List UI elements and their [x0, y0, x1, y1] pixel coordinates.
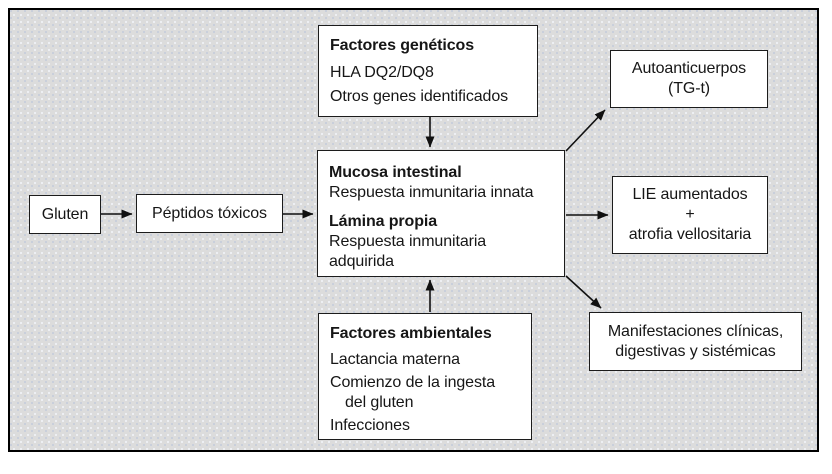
mucosa-intestinal-title: Mucosa intestinal	[329, 164, 462, 181]
factores-geneticos-line: HLA DQ2/DQ8	[330, 64, 434, 81]
factores-ambientales-line: Comienzo de la ingesta del gluten	[330, 374, 496, 411]
node-manifestaciones: Manifestaciones clínicas, digestivas y s…	[589, 312, 802, 371]
node-mucosa-lamina: Mucosa intestinal Respuesta inmunitaria …	[317, 150, 565, 277]
factores-ambientales-title: Factores ambientales	[330, 325, 492, 342]
lie-line2: +	[685, 206, 695, 223]
node-factores-ambientales: Factores ambientales Lactancia materna C…	[318, 313, 532, 440]
factores-ambientales-line: Infecciones	[330, 417, 410, 435]
lamina-propia-text: Respuesta inmunitaria adquirida	[329, 233, 487, 270]
manifestaciones-text: Manifestaciones clínicas, digestivas y s…	[607, 322, 784, 360]
node-peptidos-toxicos-label: Péptidos tóxicos	[152, 204, 267, 222]
lie-line1: LIE aumentados	[632, 186, 748, 203]
node-factores-geneticos: Factores genéticos HLA DQ2/DQ8 Otros gen…	[318, 25, 538, 117]
lamina-propia-title: Lámina propia	[329, 213, 438, 230]
node-peptidos-toxicos: Péptidos tóxicos	[136, 194, 283, 233]
node-autoanticuerpos: Autoanticuerpos (TG-t)	[610, 50, 768, 108]
mucosa-intestinal-text: Respuesta inmunitaria innata	[329, 184, 534, 201]
node-gluten: Gluten	[29, 195, 101, 234]
lie-line3: atrofia vellositaria	[628, 226, 752, 243]
node-lie: LIE aumentados + atrofia vellositaria	[612, 176, 768, 254]
factores-ambientales-line: Lactancia materna	[330, 350, 460, 368]
autoanticuerpos-line1: Autoanticuerpos	[631, 60, 747, 77]
autoanticuerpos-line2: (TG-t)	[667, 80, 711, 97]
node-gluten-label: Gluten	[41, 205, 89, 223]
factores-geneticos-title: Factores genéticos	[330, 37, 475, 54]
factores-geneticos-line: Otros genes identificados	[330, 88, 509, 105]
